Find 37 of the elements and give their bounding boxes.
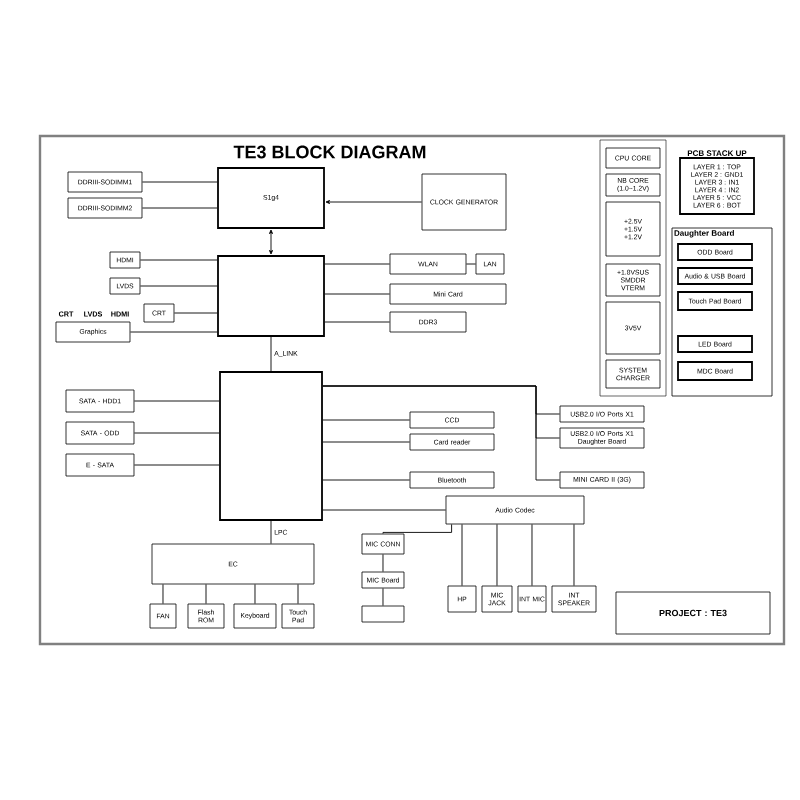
chip-box	[219, 371, 323, 521]
connector	[382, 553, 384, 573]
connector	[270, 520, 272, 545]
connector	[382, 587, 384, 607]
title: TE3 BLOCK DIAGRAM	[233, 145, 426, 159]
connector	[133, 400, 220, 402]
connector	[297, 583, 299, 605]
block-box	[361, 605, 405, 623]
connector	[322, 479, 411, 481]
connector	[324, 263, 391, 265]
connector	[269, 229, 273, 255]
connector	[322, 509, 447, 511]
connector	[382, 523, 453, 535]
connector	[162, 583, 164, 605]
chip-box	[217, 255, 325, 337]
connector	[496, 523, 498, 587]
connector	[141, 181, 218, 183]
connector	[531, 523, 533, 587]
connector	[133, 432, 220, 434]
connector	[270, 336, 272, 372]
connector	[139, 259, 218, 261]
connector	[139, 285, 218, 287]
connector	[133, 464, 220, 466]
connector	[322, 419, 411, 421]
connector	[141, 207, 218, 209]
connector	[324, 293, 391, 295]
connector	[461, 523, 463, 587]
connector	[465, 263, 477, 265]
connector	[173, 312, 218, 314]
connector	[205, 583, 207, 605]
connector	[324, 321, 391, 323]
connector	[254, 583, 256, 605]
connector	[322, 385, 561, 481]
connector	[322, 441, 411, 443]
connector	[573, 523, 575, 587]
connector	[325, 200, 423, 204]
connector	[129, 331, 218, 333]
